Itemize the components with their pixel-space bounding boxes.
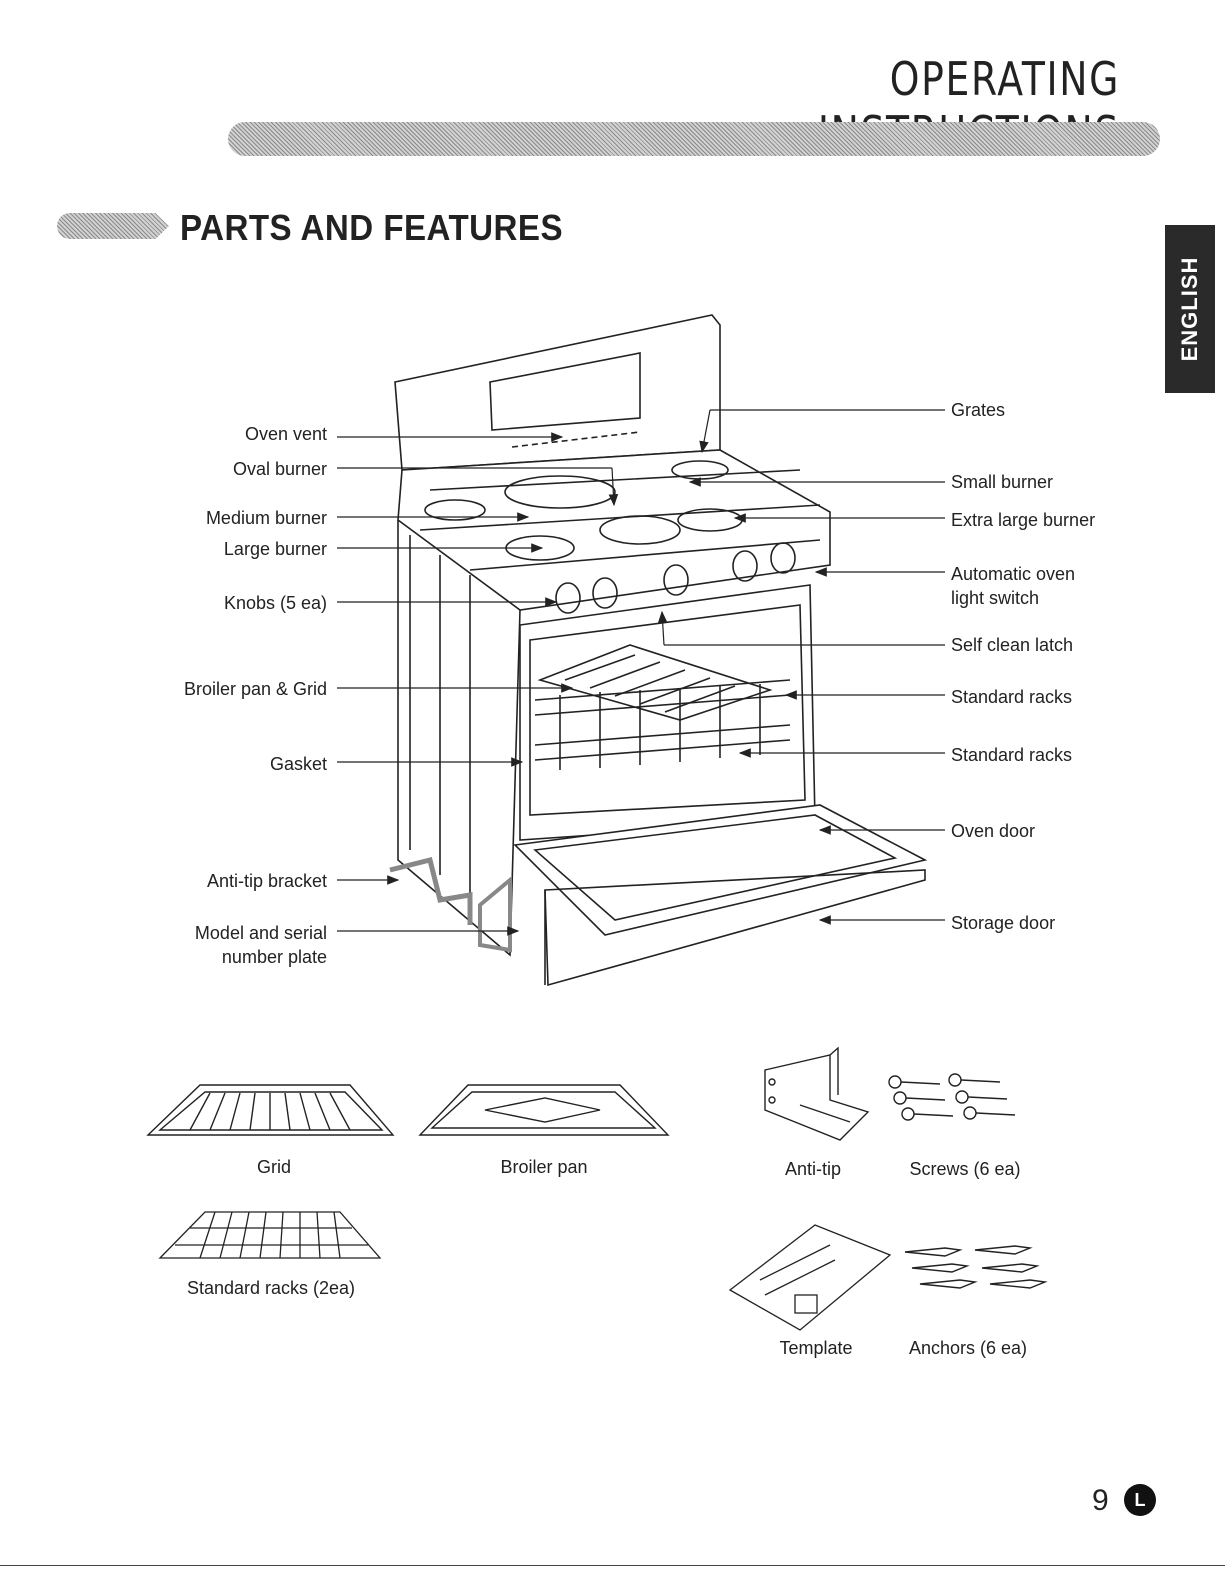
- template-accessory-icon: [728, 1224, 892, 1331]
- footer-rule: [0, 1565, 1225, 1566]
- caption-anchors: Anchors (6 ea): [908, 1338, 1028, 1358]
- label-extra-large-burner: Extra large burner: [951, 510, 1096, 530]
- label-small-burner: Small burner: [951, 472, 1054, 492]
- grid-accessory-icon: [146, 1084, 395, 1136]
- label-oval-burner: Oval burner: [232, 459, 327, 479]
- label-storage-door: Storage door: [951, 913, 1056, 933]
- caption-screws: Screws (6 ea): [909, 1159, 1021, 1179]
- header-decorative-bar: [228, 122, 1160, 156]
- label-oven-door: Oven door: [951, 821, 1036, 841]
- label-auto-oven-light-line1: Automatic oven: [951, 564, 1076, 584]
- label-knobs: Knobs (5 ea): [223, 593, 327, 613]
- anti-tip-accessory-icon: [764, 1046, 870, 1141]
- standard-racks-accessory-icon: [158, 1211, 382, 1259]
- label-standard-racks-2: Standard racks: [951, 745, 1073, 765]
- language-tab: ENGLISH: [1165, 225, 1215, 393]
- range-illustration: [389, 314, 928, 987]
- label-auto-oven-light-line2: light switch: [951, 588, 1040, 608]
- screws-accessory-icon: [888, 1073, 1016, 1121]
- caption-template: Template: [779, 1338, 853, 1358]
- caption-grid: Grid: [256, 1157, 291, 1177]
- section-bullet-pill: [57, 213, 169, 239]
- label-self-clean-latch: Self clean latch: [951, 635, 1074, 655]
- label-model-serial-line1: Model and serial: [194, 923, 327, 943]
- lg-logo-icon: L: [1124, 1484, 1156, 1516]
- label-large-burner: Large burner: [223, 539, 327, 559]
- label-broiler-pan-grid: Broiler pan & Grid: [183, 679, 327, 699]
- label-gasket: Gasket: [269, 754, 327, 774]
- label-oven-vent: Oven vent: [244, 424, 327, 444]
- caption-anti-tip: Anti-tip: [784, 1159, 842, 1179]
- label-anti-tip-bracket: Anti-tip bracket: [206, 871, 327, 891]
- label-model-serial-line2: number plate: [221, 947, 327, 967]
- caption-broiler-pan: Broiler pan: [500, 1157, 588, 1177]
- label-medium-burner: Medium burner: [205, 508, 327, 528]
- lg-logo-letter: L: [1134, 1490, 1146, 1510]
- broiler-pan-accessory-icon: [418, 1084, 670, 1136]
- caption-standard-racks: Standard racks (2ea): [186, 1278, 356, 1298]
- label-standard-racks-1: Standard racks: [951, 687, 1073, 707]
- anchors-accessory-icon: [904, 1245, 1048, 1289]
- page-number: 9: [1092, 1484, 1109, 1517]
- section-title: PARTS AND FEATURES: [180, 207, 564, 248]
- label-grates: Grates: [951, 400, 1006, 420]
